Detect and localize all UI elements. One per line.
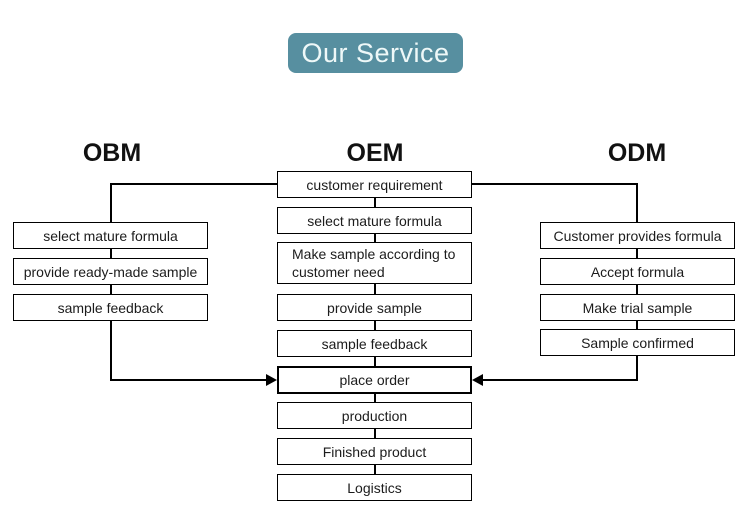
flow-box-select-mature-formula-oem: select mature formula bbox=[277, 207, 472, 234]
flow-box-place-order: place order bbox=[277, 366, 472, 394]
column-header-oem: OEM bbox=[346, 139, 404, 167]
flow-box-provide-sample: provide sample bbox=[277, 294, 472, 321]
flow-box-sample-feedback-oem: sample feedback bbox=[277, 330, 472, 357]
our-service-badge: Our Service bbox=[288, 33, 463, 73]
connector-obm-to-place-order bbox=[110, 379, 268, 381]
flow-box-select-mature-formula-obm: select mature formula bbox=[13, 222, 208, 249]
connector-oem-vertical bbox=[374, 183, 376, 475]
flow-box-accept-formula: Accept formula bbox=[540, 258, 735, 285]
flow-box-make-trial-sample: Make trial sample bbox=[540, 294, 735, 321]
flow-box-provide-ready-made-sample: provide ready-made sample bbox=[13, 258, 208, 285]
flow-box-sample-feedback-obm: sample feedback bbox=[13, 294, 208, 321]
column-header-odm: ODM bbox=[607, 139, 667, 167]
connector-odm-to-place-order bbox=[482, 379, 638, 381]
flow-box-production: production bbox=[277, 402, 472, 429]
arrowhead-into-place-order-left bbox=[266, 374, 277, 386]
flow-box-customer-requirement: customer requirement bbox=[277, 171, 472, 198]
arrowhead-into-place-order-right bbox=[472, 374, 483, 386]
column-header-obm: OBM bbox=[82, 139, 142, 167]
flow-box-finished-product: Finished product bbox=[277, 438, 472, 465]
flow-box-customer-provides-formula: Customer provides formula bbox=[540, 222, 735, 249]
flow-box-logistics: Logistics bbox=[277, 474, 472, 501]
flow-box-make-sample-according-to-customer-need: Make sample according to customer need bbox=[277, 242, 472, 284]
flow-box-sample-confirmed: Sample confirmed bbox=[540, 329, 735, 356]
